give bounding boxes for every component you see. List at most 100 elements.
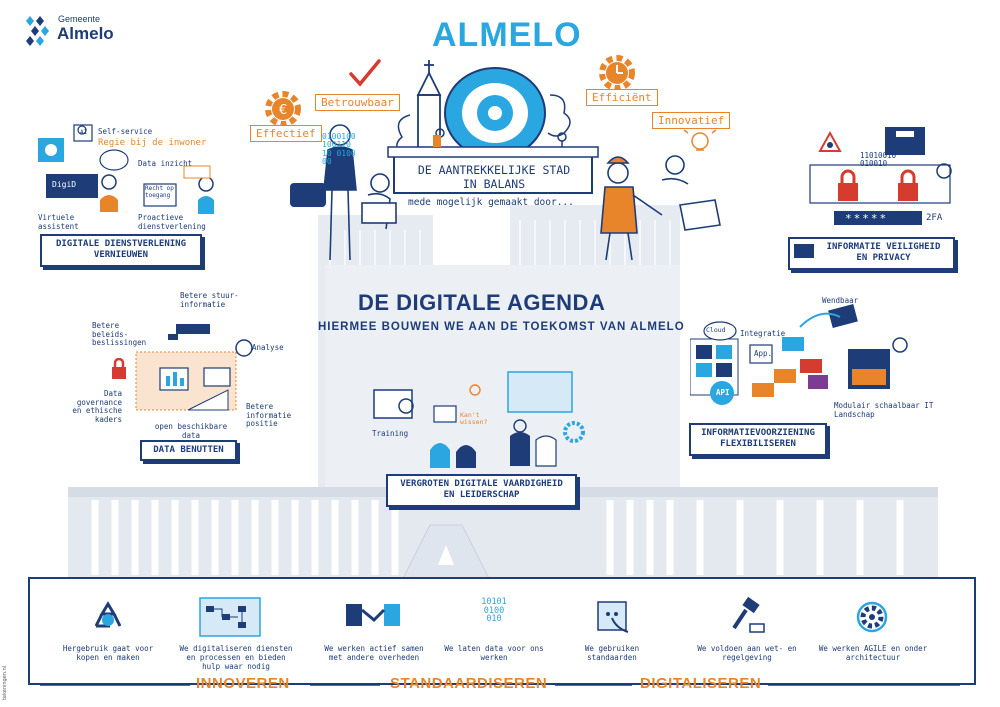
eu-flag-icon: [794, 244, 814, 258]
binary-line: 100110: [322, 140, 351, 150]
binary-line: 0100: [483, 605, 505, 616]
category-digitaliseren: DIGITALISEREN: [640, 675, 762, 692]
principle-standaarden: We gebruiken standaarden: [564, 640, 660, 662]
analyse-label: Analyse: [252, 343, 284, 352]
api-label: API: [716, 388, 730, 397]
credit-text: tekeningen.nl: [2, 665, 8, 700]
data-illustration: [135, 324, 253, 411]
padlock-icon: [838, 169, 858, 201]
vaardigheid-title-line2: EN LEIDERSCHAP: [443, 490, 520, 501]
principle-digitaliseren: We digitaliseren diensten en processen e…: [176, 640, 296, 671]
cloud-label: Cloud: [706, 326, 726, 334]
betere-beleidsbeslissingen-label: Betere beleids-beslissingen: [92, 321, 147, 348]
principle-wetgeving: We voldoen aan wet- en regelgeving: [692, 640, 802, 662]
kan-ik-wissen-label: Kan't wissen?: [460, 411, 488, 427]
principle-text: We werken AGILE en onder architectuur: [818, 644, 928, 662]
digid-screen-text: DigiD: [52, 180, 77, 189]
clock-gear-icon: [599, 55, 635, 91]
betere-informatiepositie-label: Betere informatie positie: [246, 402, 292, 429]
principle-text: We gebruiken standaarden: [584, 644, 640, 662]
plug-socket-icon: [597, 601, 629, 633]
principle-text: We digitaliseren diensten en processen e…: [179, 644, 293, 671]
value-tag-effectief: Effectief: [250, 125, 322, 142]
veiligheid-title-box: INFORMATIE VEILIGHEID EN PRIVACY: [788, 237, 955, 270]
padlock-icon: [898, 169, 918, 201]
agenda-title: DE DIGITALE AGENDA: [358, 290, 606, 315]
credit-text-container: tekeningen.nl: [2, 650, 10, 700]
gemeente-almelo-logo: Gemeente Almelo: [24, 14, 114, 52]
banner-subtitle: mede mogelijk gemaakt door...: [408, 197, 574, 208]
construction-worker-figure: [600, 156, 663, 261]
veiligheid-title-line1: INFORMATIE VEILIGHEID: [826, 242, 941, 252]
binary-line: 0100100: [322, 132, 356, 141]
bottom-binary-icon: 10101 0100 010: [474, 598, 514, 624]
svg-text:€: €: [279, 103, 287, 118]
selfservice-label: Self-service: [98, 127, 153, 136]
value-tag-innovatief: Innovatief: [652, 112, 731, 129]
binary-line: 11010010: [860, 151, 897, 160]
vaardigheid-title-box: VERGROTEN DIGITALE VAARDIGHEID EN LEIDER…: [386, 474, 577, 507]
principle-hergebruik: Hergebruik gaat voor kopen en maken: [53, 640, 163, 662]
principle-data: We laten data voor ons werken: [444, 640, 544, 662]
logo-almelo-text: Almelo: [57, 24, 114, 43]
principle-agile: We werken AGILE en onder architectuur: [818, 640, 928, 662]
binary-line: 10101: [481, 597, 507, 607]
principle-text: We werken actief samen met andere overhe…: [324, 644, 424, 662]
binary-code-right: 11010010 010010: [860, 152, 896, 168]
logo-gemeente-text: Gemeente: [58, 14, 101, 24]
process-diagram-icon: [199, 597, 261, 637]
modulair-label: Modulair schaalbaar IT Landschap: [834, 401, 934, 419]
binary-line: 010010: [860, 158, 888, 168]
category-divider-lines: [40, 684, 960, 686]
security-illustration: [809, 127, 952, 225]
category-innoveren: INNOVEREN: [196, 675, 290, 692]
binary-code-left: 0100100 100110 10 0100 00: [322, 132, 356, 167]
training-illustration: [373, 371, 585, 468]
password-field: *****: [845, 212, 889, 225]
betere-stuurinformatie-label: Betere stuur-informatie: [180, 291, 239, 309]
businessman-figure: [323, 124, 357, 261]
euro-gear-icon: €: [265, 91, 301, 127]
gavel-icon: [732, 596, 765, 633]
wendbaar-label: Wendbaar: [822, 296, 859, 305]
agile-gear-icon: [856, 601, 888, 633]
app-label: App.: [754, 349, 773, 358]
regie-label: Regie bij de inwoner: [98, 138, 207, 148]
proactieve-label: Proactieve dienstverlening: [138, 213, 206, 231]
lock-icon: [112, 358, 126, 379]
binary-line: 00: [322, 157, 332, 167]
principle-text: Hergebruik gaat voor kopen en maken: [62, 644, 154, 662]
informatievoorziening-title-box: INFORMATIEVOORZIENING FLEXIBILISEREN: [689, 423, 827, 456]
dienst-title-line1: DIGITALE DIENSTVERLENING: [55, 239, 187, 249]
virtuele-assistent-label: Virtuele assistent: [38, 213, 79, 231]
info-title-line1: INFORMATIEVOORZIENING: [701, 428, 815, 438]
binary-line: 10 0100: [322, 148, 356, 158]
principle-text: We laten data voor ons werken: [444, 644, 544, 662]
training-label: Training: [372, 429, 409, 438]
integratie-label: Integratie: [740, 329, 786, 338]
value-tag-betrouwbaar: Betrouwbaar: [315, 94, 400, 111]
dienstverlening-illustration: [38, 124, 214, 214]
binary-line: 010: [486, 614, 502, 624]
recht-op-toegang-label: Recht op toegang: [145, 185, 174, 199]
banner-line1: DE AANTREKKELIJKE STAD: [417, 163, 571, 177]
info-title-line2: FLEXIBILISEREN: [720, 439, 796, 450]
veiligheid-title-line2: EN PRIVACY: [856, 253, 911, 264]
dienstverlening-title-box: DIGITALE DIENSTVERLENING VERNIEUWEN: [40, 234, 202, 267]
diamond-logo-icon: [26, 16, 49, 46]
handshake-icon: [346, 604, 400, 626]
city-title: ALMELO: [432, 16, 582, 54]
stad-banner: DE AANTREKKELIJKE STAD IN BALANS: [396, 163, 592, 192]
category-standaardiseren: STANDAARDISEREN: [390, 675, 548, 692]
banner-line2: IN BALANS: [462, 176, 526, 191]
city-scene-illustration: [290, 60, 721, 261]
it-landscape-illustration: [690, 303, 908, 405]
principles-panel: [28, 577, 976, 685]
principle-samenwerken: We werken actief samen met andere overhe…: [320, 640, 428, 662]
vaardigheid-title-line1: VERGROTEN DIGITALE VAARDIGHEID: [400, 479, 563, 489]
twofa-label: 2FA: [926, 213, 943, 223]
open-data-label: open beschikbare data: [154, 422, 228, 440]
checkmark-icon: [349, 59, 381, 87]
data-benutten-title-box: DATA BENUTTEN: [140, 440, 237, 462]
value-tag-efficient: Efficiënt: [586, 89, 658, 106]
